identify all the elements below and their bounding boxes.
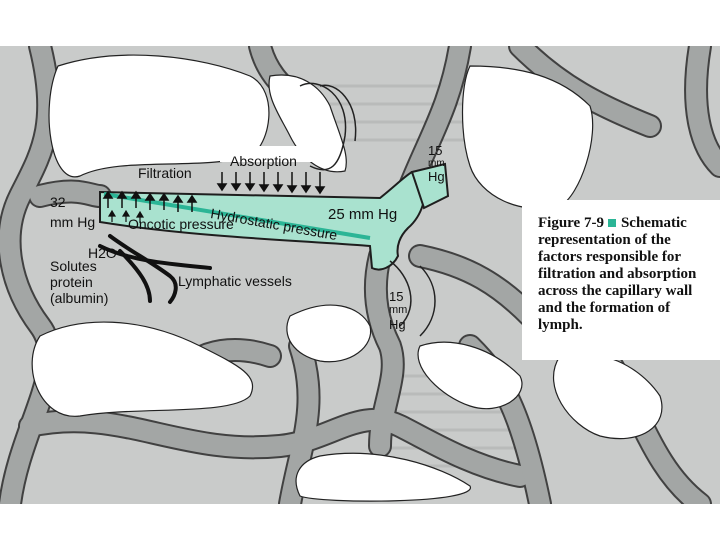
filtration-label: Filtration (138, 165, 192, 181)
arterial-pressure-unit: mm Hg (50, 214, 96, 230)
venous-pressure-value: 15 (428, 143, 443, 158)
arterial-pressure-value: 32 (50, 194, 66, 210)
lower-pressure-value: 15 (389, 289, 404, 304)
vessel-network (0, 46, 720, 504)
oncotic-arrows (107, 209, 145, 223)
scanned-figure: Filtration Absorption 32 mm Hg Oncotic p… (0, 46, 720, 504)
venous-pressure-unit-mm: mm (428, 158, 445, 169)
solutes-label-2: protein (50, 274, 93, 290)
venule-extension (410, 162, 450, 210)
absorption-label-bg (220, 146, 312, 162)
capillary-diagram (0, 46, 720, 504)
filtration-arrows (102, 190, 198, 212)
absorption-label: Absorption (230, 153, 297, 169)
lymphatic-vessel-curves (98, 234, 212, 304)
lymphatic-vessels-label: Lymphatic vessels (178, 273, 292, 289)
lower-pressure-unit-hg: Hg (389, 317, 406, 332)
caption-text: Schematic representation of the factors … (538, 215, 697, 333)
caption-marker-square (607, 219, 616, 228)
upper-loop-vessel (299, 82, 347, 171)
venous-pressure-unit-hg: Hg (428, 169, 445, 184)
oncotic-pressure-label: Oncotic pressure (128, 216, 234, 232)
caption-panel (522, 200, 720, 360)
pressure-gradient-line (103, 192, 371, 240)
caption-figure-number: Figure 7-9 (538, 215, 604, 231)
mid-pressure-label: 25 mm Hg (328, 206, 398, 223)
solutes-label-3: (albumin) (50, 290, 109, 306)
solutes-label-1: Solutes (50, 258, 97, 274)
tissue-cells (31, 54, 663, 502)
lower-pressure-unit-mm: mm (389, 304, 408, 316)
water-label: H2O (88, 245, 117, 261)
absorption-arrows (216, 172, 326, 195)
